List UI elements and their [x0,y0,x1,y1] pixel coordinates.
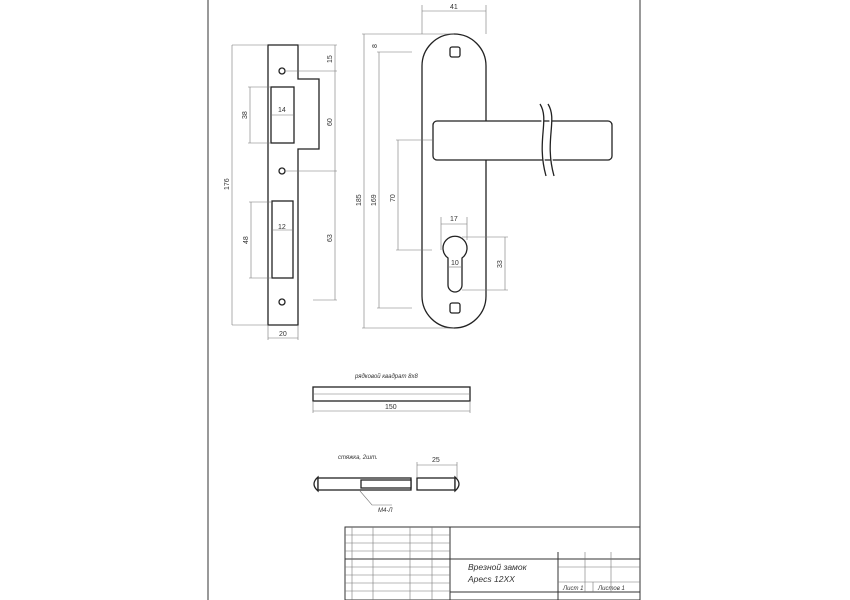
drawing-title-line2: Apecs 12XX [467,574,515,584]
dim-cylinder-width: 17 [450,216,458,223]
lower-window [271,200,294,279]
square-bar-view: рядковой квадрат 8х8 150 [312,373,471,413]
thread-label: М4-Л [378,508,393,514]
cylinder-hole [442,235,468,293]
mounting-hole [449,46,461,58]
screw-head [313,475,319,493]
screw-view: стяжка, 2шт. 25 М4-Л [313,455,460,514]
dim-top-offset: 8 [372,44,379,48]
dim-top-offset: 15 [327,55,334,63]
screw-thread [360,479,412,489]
drawing-title-line1: Врезной замок [468,562,528,572]
sleeve-head [454,475,460,493]
square-bar-label: рядковой квадрат 8х8 [354,373,418,380]
screw-hole [278,167,286,175]
dim-upper-window-height: 38 [242,111,249,119]
dim-lower-window-height: 48 [243,236,250,244]
handle-lever [432,120,613,161]
dim-hole-spacing: 169 [371,194,378,206]
screw-hole [278,67,286,75]
dim-lower-window-width: 12 [278,224,286,231]
dim-sleeve-length: 25 [432,457,440,464]
dim-handle-total-height: 185 [356,194,363,206]
strike-plate-view: 176 38 14 48 12 15 60 63 20 [224,44,337,340]
break-line [539,103,555,177]
dim-width: 20 [279,331,287,338]
sheet-count: Листов 1 [597,586,625,592]
dim-handle-width: 41 [450,4,458,11]
dim-cylinder-height: 33 [497,260,504,268]
handle-view: 41 185 169 8 70 17 10 33 [356,4,613,329]
dim-total-height: 176 [224,178,231,190]
title-block: Врезной замок Apecs 12XX Лист 1 Листов 1 [344,526,641,600]
dim-hole-spacing-lower: 63 [327,234,334,242]
sheet-number: Лист 1 [562,586,583,592]
screw-label: стяжка, 2шт. [338,455,378,461]
dim-upper-window-width: 14 [278,107,286,114]
dim-slot-width: 10 [451,260,459,267]
screw-sleeve [416,477,456,491]
screw-hole [278,298,286,306]
mounting-hole [449,302,461,314]
dim-bar-length: 150 [385,404,397,411]
dim-handle-to-cylinder: 70 [390,194,397,202]
dim-hole-spacing-upper: 60 [327,118,334,126]
